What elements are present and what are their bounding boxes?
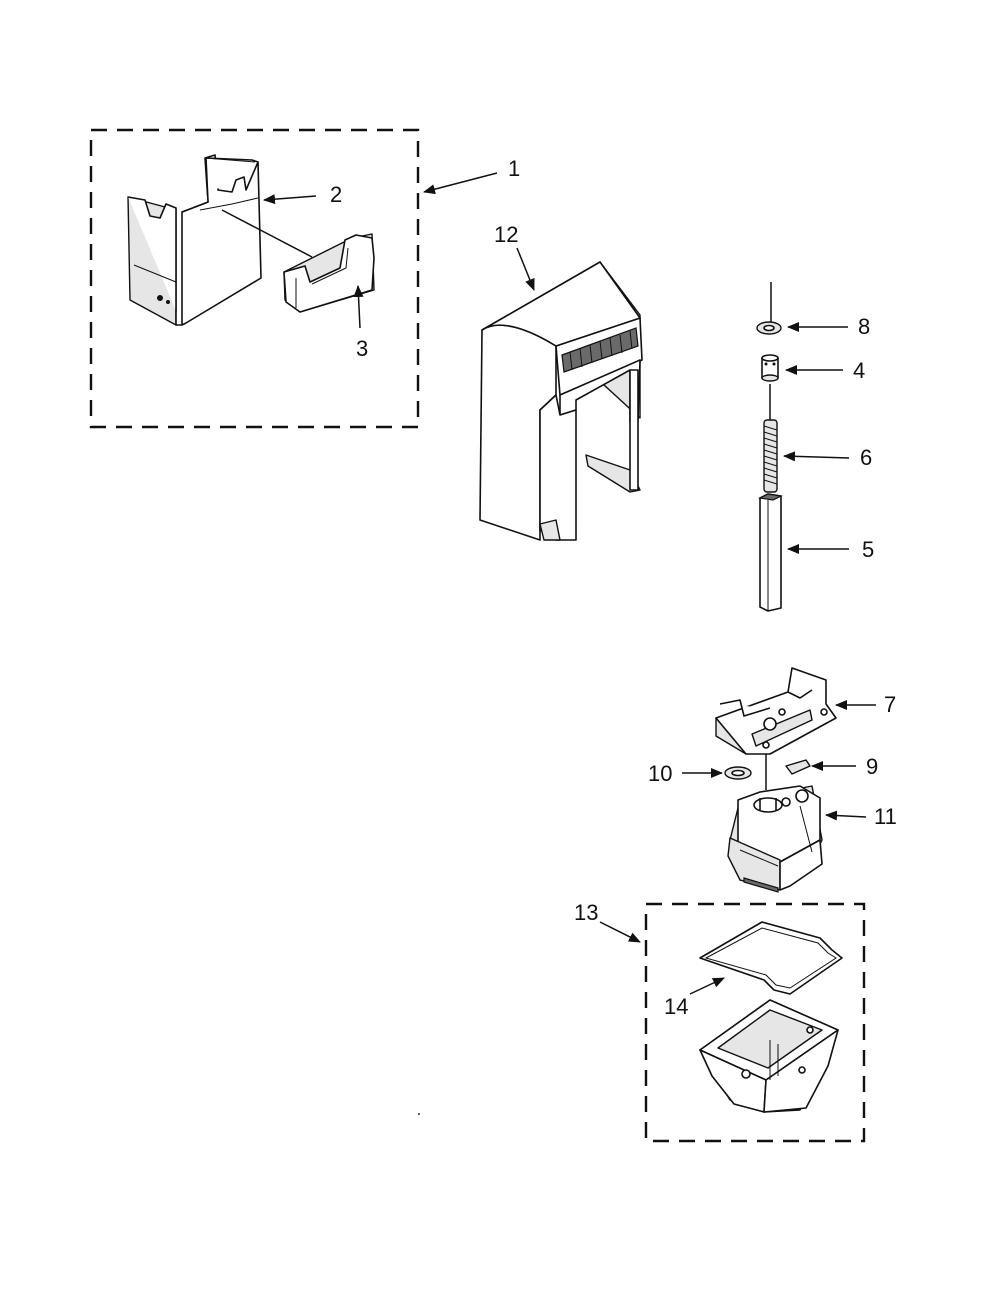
part-2-ice-bin	[127, 154, 313, 326]
callout-4: 4	[853, 358, 865, 383]
part-13-housing	[699, 999, 839, 1113]
leader-12	[516, 247, 535, 291]
callout-8: 8	[858, 314, 870, 339]
leader-14	[689, 977, 725, 995]
callout-9: 9	[866, 754, 878, 779]
leader-2	[263, 194, 317, 205]
callout-12: 12	[494, 222, 518, 247]
callout-14: 14	[664, 994, 688, 1019]
callout-3: 3	[356, 336, 368, 361]
callout-2: 2	[330, 182, 342, 207]
part-4-bushing	[761, 354, 779, 382]
callout-13: 13	[574, 900, 598, 925]
leader-11	[825, 810, 867, 821]
part-10-ring	[724, 766, 752, 780]
part-5-hex-shaft	[758, 493, 783, 612]
leader-6	[783, 451, 850, 462]
part-11-motor	[727, 785, 823, 893]
callout-5: 5	[862, 537, 874, 562]
part-14-gasket	[699, 921, 843, 995]
kit-13-dashed-frame	[644, 902, 866, 1143]
callout-11: 11	[874, 804, 897, 829]
callout-7: 7	[884, 692, 896, 717]
part-3-bin-handle	[283, 233, 375, 313]
part-6-spring	[763, 419, 778, 493]
leader-13	[599, 921, 641, 943]
stray-dot	[418, 1113, 420, 1115]
part-12-front-cover	[479, 261, 643, 541]
leader-3	[353, 285, 364, 329]
kit-1-dashed-frame	[89, 128, 420, 429]
part-7-mount-bracket	[715, 667, 837, 790]
callout-1: 1	[508, 156, 520, 181]
part-9-clip	[785, 759, 811, 775]
callout-10: 10	[648, 761, 672, 786]
part-8-washer	[756, 321, 782, 335]
leader-1	[423, 172, 498, 195]
callout-6: 6	[860, 445, 872, 470]
